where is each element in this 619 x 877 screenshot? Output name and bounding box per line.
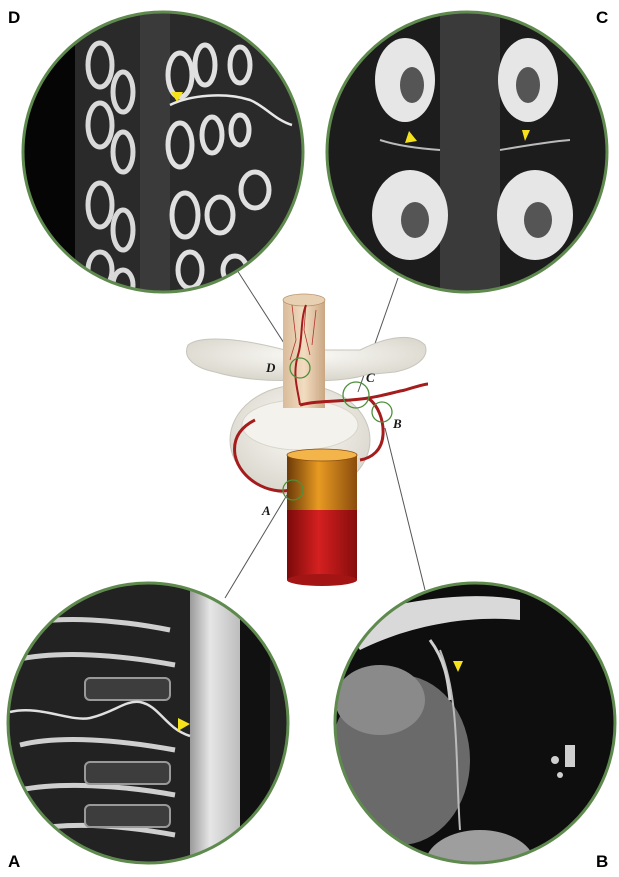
panel-label-c: C bbox=[596, 8, 608, 28]
model-label-c: C bbox=[366, 370, 375, 385]
marker-circle-c bbox=[343, 382, 369, 408]
model-label-d: D bbox=[265, 360, 276, 375]
ct-panel-c bbox=[320, 10, 615, 300]
panel-label-a: A bbox=[8, 852, 20, 872]
vertebra-3d-model: D C B A bbox=[187, 294, 428, 586]
panel-label-d: D bbox=[8, 8, 20, 28]
model-label-b: B bbox=[392, 416, 402, 431]
ct-panel-a bbox=[0, 580, 300, 870]
panel-label-b: B bbox=[596, 852, 608, 872]
model-label-a: A bbox=[261, 503, 271, 518]
ct-panel-b bbox=[330, 580, 619, 877]
connector-b bbox=[385, 428, 425, 590]
connector-a bbox=[225, 490, 290, 598]
ct-panel-d bbox=[20, 10, 310, 300]
